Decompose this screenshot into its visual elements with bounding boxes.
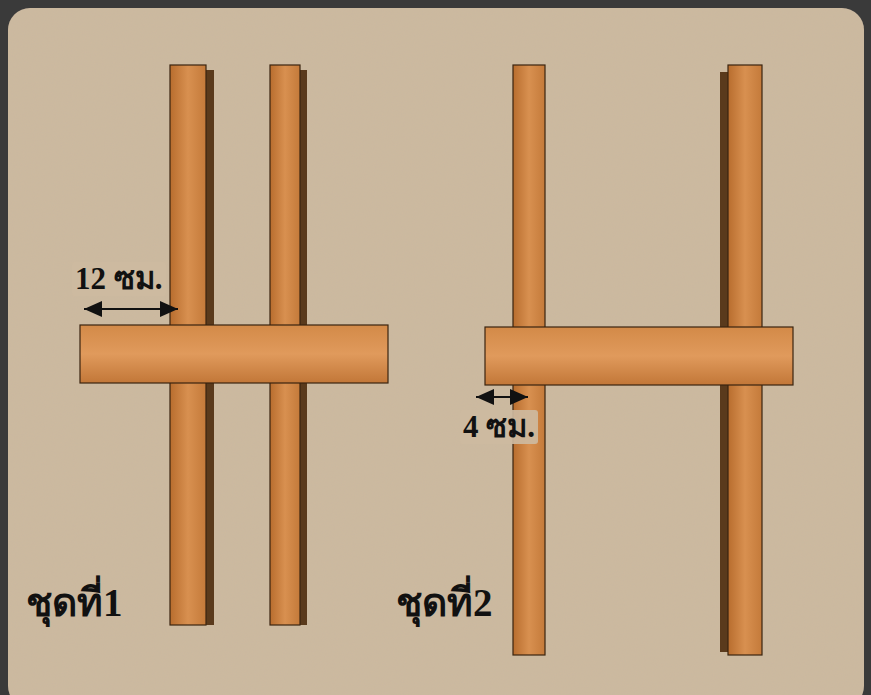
set-label: ชุดที่2 <box>396 582 493 625</box>
dimension-label: 12 ซม. <box>72 262 166 296</box>
dimension-label: 4 ซม. <box>460 410 538 444</box>
cross-bar <box>80 325 388 383</box>
set-label: ชุดที่1 <box>26 582 123 625</box>
paper-ground <box>8 8 864 695</box>
dimension-arrow <box>84 308 178 310</box>
cross-bar <box>485 327 793 385</box>
dimension-arrow <box>476 396 528 398</box>
